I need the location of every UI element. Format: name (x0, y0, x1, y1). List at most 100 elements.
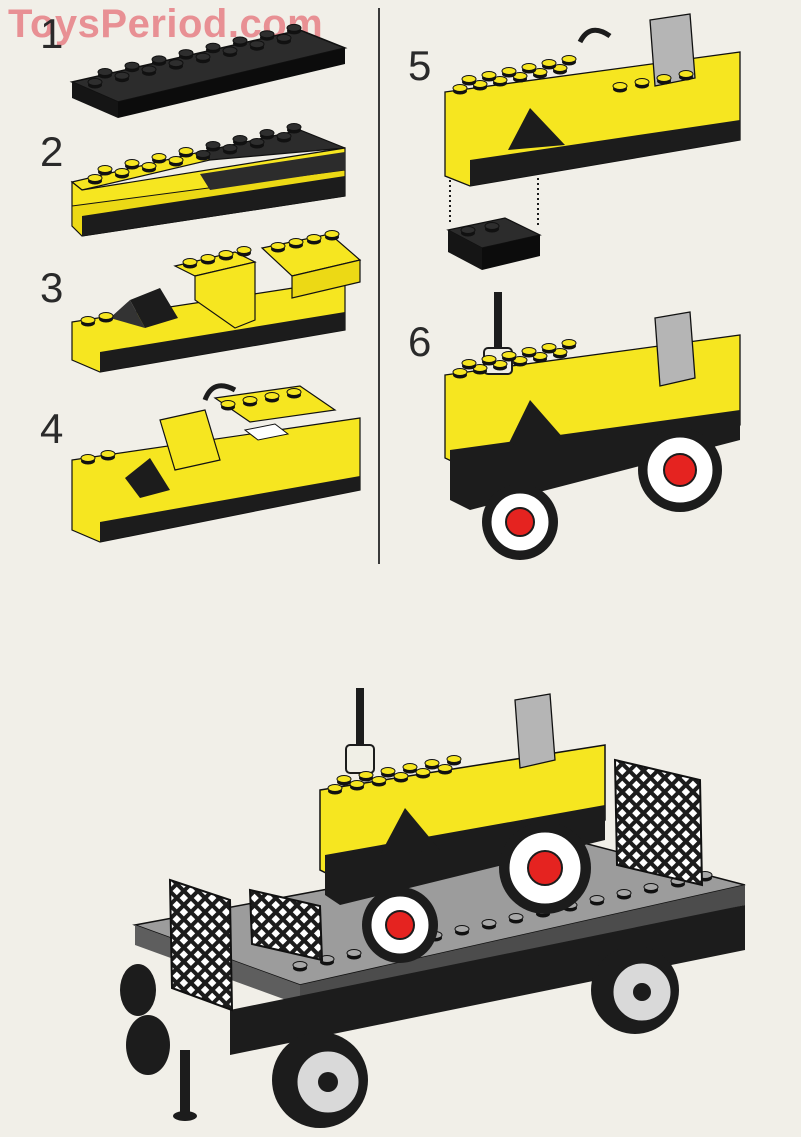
stud-top (87, 78, 103, 86)
stud-top (656, 74, 672, 82)
tractor-wheel-front (362, 887, 438, 963)
wheel-rear (638, 428, 722, 512)
stud-top (452, 368, 468, 376)
stud-top (97, 68, 113, 76)
stud-top (541, 59, 557, 67)
stud-top (358, 771, 374, 779)
stud-top (205, 141, 221, 149)
tractor-wheel-rear (499, 822, 591, 914)
column-divider (378, 8, 380, 564)
stud-top (634, 78, 650, 86)
stud-top (222, 46, 238, 55)
stud-top (288, 238, 304, 246)
step-1-number: 1 (40, 10, 64, 57)
stud-top (220, 400, 236, 408)
stud-top (424, 759, 440, 767)
step-5-studs (452, 55, 577, 95)
stud-top (242, 396, 258, 404)
step-3-studs (182, 246, 252, 269)
step-6-studs (452, 339, 577, 379)
step-1-studs (87, 23, 302, 89)
stud-top (141, 65, 157, 74)
stud-top (232, 135, 248, 143)
step-5-studs-b (612, 70, 694, 93)
stud-top (541, 343, 557, 351)
stud-top (589, 895, 605, 903)
stud-top (452, 84, 468, 92)
stud-top (484, 222, 500, 230)
stud-top (461, 75, 477, 83)
stud-top (249, 138, 265, 146)
stud-top (236, 246, 252, 254)
stud-top (292, 961, 308, 969)
step-4-number: 4 (40, 405, 64, 452)
stud-top (205, 42, 221, 51)
step-4-assembly (71, 383, 361, 543)
step-3-assembly (71, 230, 362, 373)
stud-top (249, 40, 265, 49)
stud-top (286, 388, 302, 396)
stud-top (561, 55, 577, 63)
stud-top (612, 82, 628, 90)
stud-top (643, 883, 659, 891)
step-1-plate (69, 23, 348, 118)
stud-top (222, 144, 238, 152)
step-3-studs-c (80, 312, 114, 327)
step-3-number: 3 (40, 264, 64, 311)
stud-top (98, 312, 114, 320)
stud-top (151, 153, 167, 161)
stud-top (270, 242, 286, 250)
stud-top (264, 392, 280, 400)
stud-top (501, 67, 517, 75)
stud-top (508, 913, 524, 921)
stud-top (276, 132, 292, 140)
step-5-small-plate-studs (460, 222, 500, 237)
stud-top (141, 162, 157, 170)
stud-top (114, 71, 130, 80)
stud-top (336, 775, 352, 783)
stud-top (286, 123, 302, 131)
step-3-studs-b (270, 230, 340, 253)
stud-top (114, 168, 130, 176)
stud-top (87, 174, 103, 182)
step-5-number: 5 (408, 42, 432, 89)
stud-top (393, 772, 409, 780)
stud-top (415, 768, 431, 776)
final-model (120, 688, 746, 1128)
stud-top (481, 355, 497, 363)
step-6-number: 6 (408, 318, 432, 365)
stud-top (168, 156, 184, 164)
stud-top (182, 258, 198, 266)
stud-top (349, 780, 365, 788)
stud-top (195, 150, 211, 158)
stud-top (195, 52, 211, 61)
stud-top (286, 23, 302, 32)
step-5-assembly (444, 13, 741, 270)
stud-top (276, 33, 292, 42)
stud-top (218, 250, 234, 258)
stud-top (232, 36, 248, 45)
stud-top (371, 776, 387, 784)
stud-top (97, 165, 113, 173)
wheel-front (482, 484, 558, 560)
stud-top (259, 30, 275, 39)
stud-top (437, 764, 453, 772)
stud-top (346, 949, 362, 957)
stud-top (327, 784, 343, 792)
stud-top (561, 339, 577, 347)
stud-top (151, 55, 167, 64)
wagon-wheel-rear (591, 946, 679, 1034)
step-2-assembly (70, 123, 346, 237)
stud-top (481, 71, 497, 79)
step-2-number: 2 (40, 128, 64, 175)
stud-top (461, 359, 477, 367)
stud-top (100, 450, 116, 458)
stud-top (501, 351, 517, 359)
step-4-studs-b (80, 450, 116, 465)
stud-top (124, 61, 140, 70)
stud-top (402, 763, 418, 771)
step-6-assembly (444, 292, 741, 560)
stud-top (259, 129, 275, 137)
